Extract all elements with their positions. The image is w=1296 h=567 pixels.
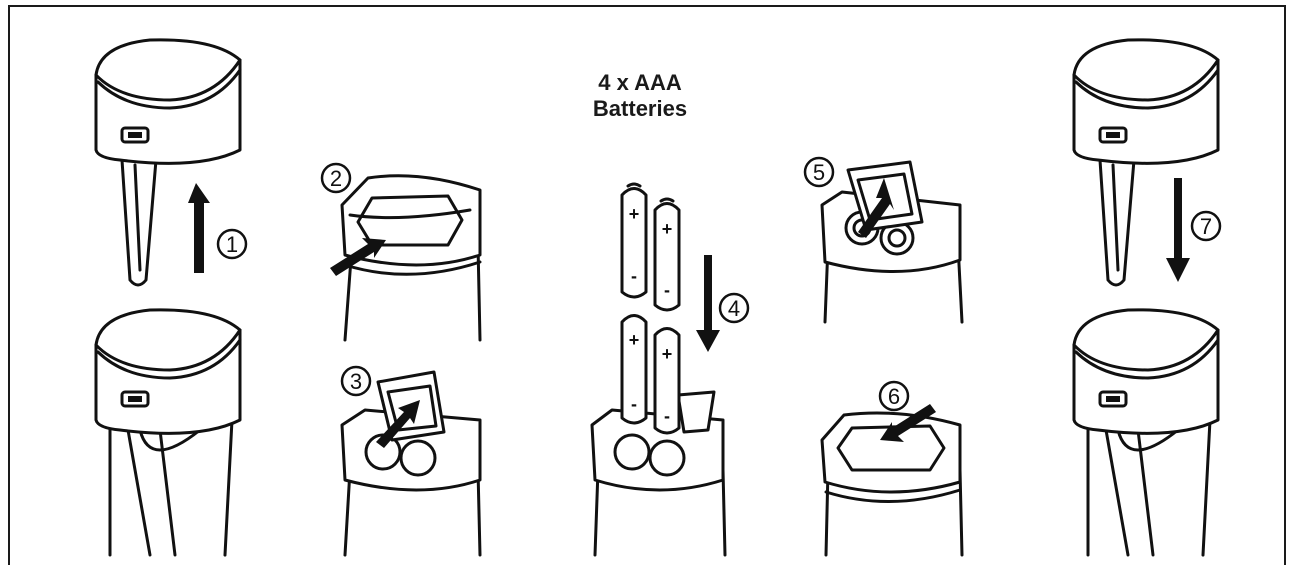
sensor-step-4: + - + - <box>590 314 727 557</box>
step-1-arrow <box>188 183 210 273</box>
title-line-2: Batteries <box>592 96 688 121</box>
step-2-number: 2 <box>330 166 342 191</box>
sensor-step-6 <box>820 411 964 557</box>
sensor-head-replaced <box>1072 38 1220 287</box>
step-2-arrow <box>330 238 386 276</box>
step-3-marker: 3 <box>340 365 372 397</box>
step-2-marker: 2 <box>320 162 352 194</box>
battery-4-minus: - <box>664 406 670 426</box>
step-7-marker: 7 <box>1190 210 1222 242</box>
battery-1-minus: - <box>631 266 637 286</box>
title-line-1: 4 x AAA <box>598 70 682 95</box>
step-6-arrow <box>880 404 936 442</box>
step-3-number: 3 <box>350 369 362 394</box>
sensor-step-3 <box>340 370 482 557</box>
step-3-arrow <box>376 400 420 448</box>
battery-3-plus: + <box>629 330 640 350</box>
battery-3-minus: - <box>631 394 637 414</box>
step-7-arrow <box>1166 178 1190 282</box>
step-1-marker: 1 <box>216 228 248 260</box>
battery-4-plus: + <box>662 344 673 364</box>
step-7-number: 7 <box>1200 214 1212 239</box>
step-5-marker: 5 <box>803 156 835 188</box>
diagram-title: 4 x AAA Batteries <box>540 70 740 122</box>
step-6-number: 6 <box>888 384 900 409</box>
diagram-frame <box>8 5 1286 565</box>
battery-2-minus: - <box>664 280 670 300</box>
battery-2-plus: + <box>662 219 673 239</box>
step-1-number: 1 <box>226 232 238 257</box>
step-4-marker: 4 <box>718 292 750 324</box>
step-6-marker: 6 <box>878 380 910 412</box>
sensor-assembled-left <box>94 308 242 557</box>
sensor-head-removed <box>94 38 242 287</box>
sensor-assembled-right <box>1072 308 1220 557</box>
step-4-arrow <box>696 255 720 352</box>
step-5-arrow <box>858 178 894 238</box>
step-4-number: 4 <box>728 296 740 321</box>
step-5-number: 5 <box>813 160 825 185</box>
sensor-step-5 <box>820 160 964 324</box>
battery-1-plus: + <box>629 204 640 224</box>
batteries-top: + - + - <box>620 182 681 312</box>
